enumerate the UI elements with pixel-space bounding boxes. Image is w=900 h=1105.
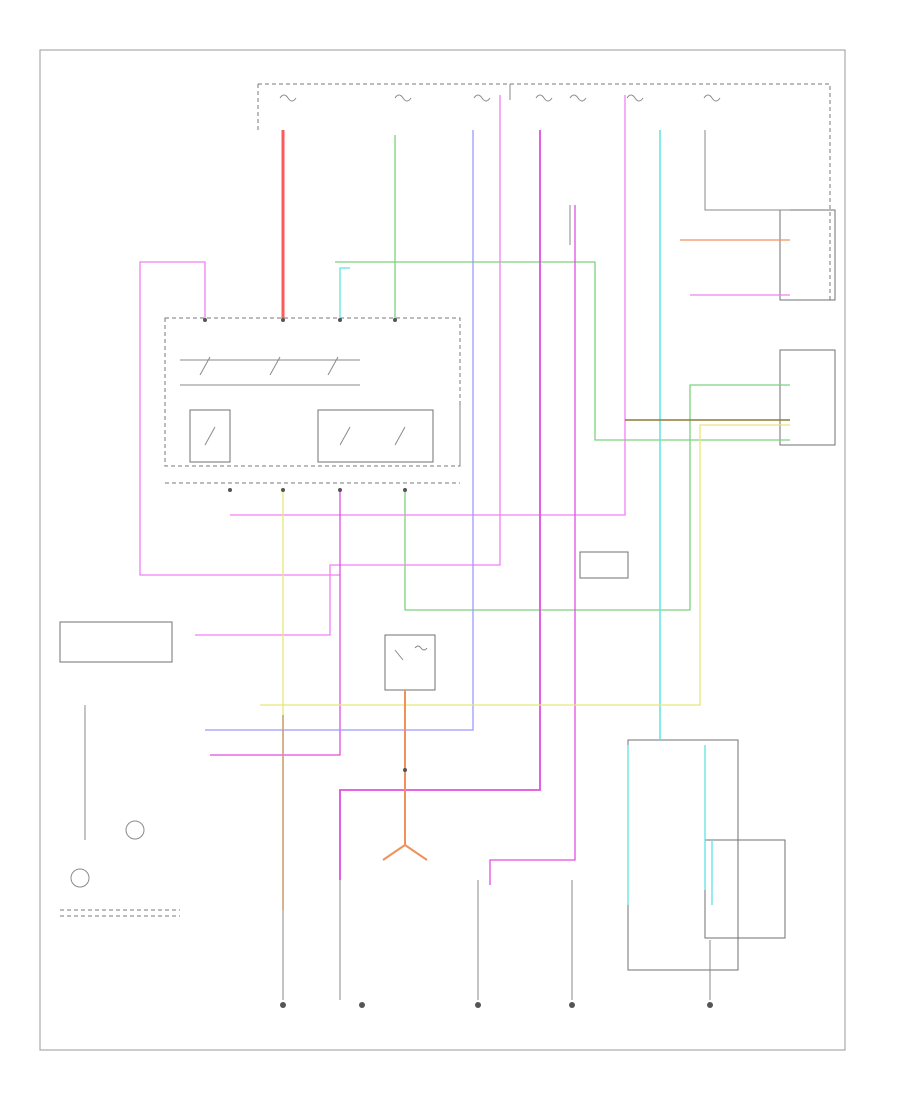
wire-green-3 (404, 384, 790, 611)
wire-pink-3 (195, 95, 501, 636)
wire-orange (382, 690, 428, 861)
lamp-icon (125, 820, 145, 840)
diagram-frame (39, 49, 846, 1051)
fuse-box-outline (258, 83, 831, 300)
multifunction-switch-lower (779, 349, 836, 446)
multifunction-switch-upper (779, 209, 836, 301)
wire-magenta (339, 130, 541, 880)
instrument-panel-dash (60, 909, 180, 917)
switch-subbox-2 (317, 409, 434, 463)
switch-icon (180, 356, 406, 446)
wire-pink-left (139, 261, 340, 576)
lamp-subassembly-box (704, 839, 786, 939)
fuse-icon (279, 94, 721, 102)
ground-icon (280, 1002, 713, 1008)
wire-cyan-2 (627, 745, 713, 905)
wire-green-2 (335, 261, 790, 441)
module-box-center (579, 551, 629, 579)
connector-icon (203, 318, 407, 772)
wire-cyan-3 (339, 267, 350, 322)
headlamp-switch-box (164, 317, 461, 467)
wire-magenta-2 (489, 205, 576, 885)
wire-blue (205, 130, 474, 731)
relay-box (384, 634, 436, 691)
rear-lamp-assembly-box (627, 739, 739, 971)
wire-magenta-3 (210, 490, 341, 756)
wire-gray (282, 84, 790, 1000)
wire-yellow (260, 424, 790, 715)
lamp-icon (70, 868, 90, 888)
relay-contact-icon (394, 645, 428, 661)
switch-subbox-1 (189, 409, 231, 463)
module-box-left (59, 621, 173, 663)
wire-pink-right (230, 95, 626, 516)
